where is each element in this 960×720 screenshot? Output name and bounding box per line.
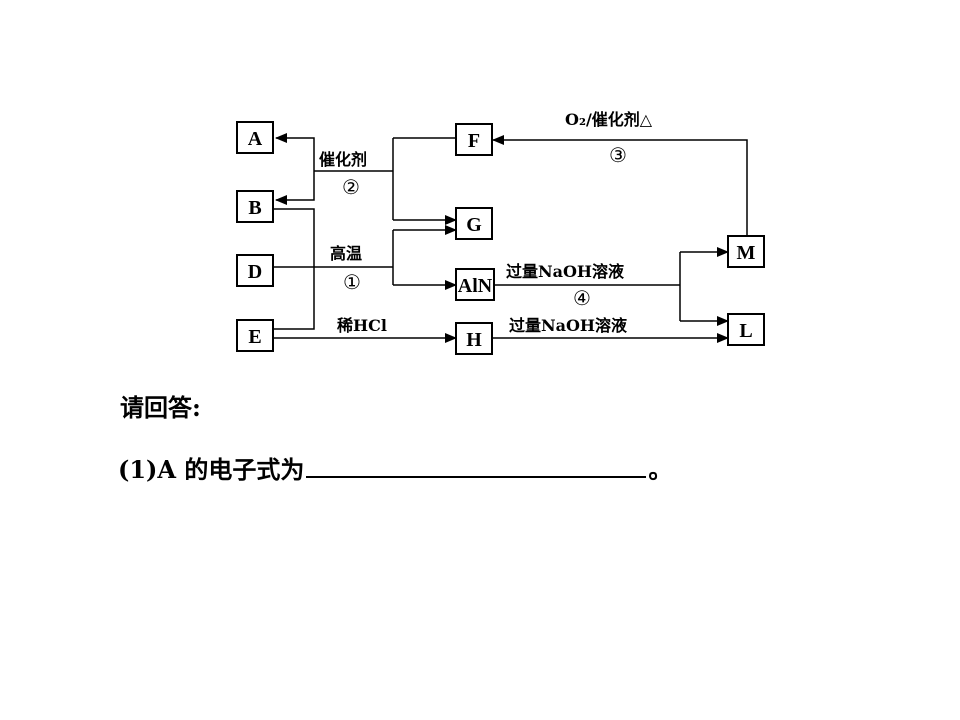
node-H-label: H xyxy=(466,329,482,351)
arrow-to-A xyxy=(275,133,315,171)
node-L-label: L xyxy=(739,320,752,342)
question-1-text: (1)A 的电子式为 xyxy=(118,455,305,484)
label-naoh-excess-2: 过量NaOH溶液 xyxy=(509,316,628,335)
question-1-end: 。 xyxy=(648,455,673,484)
node-H: H xyxy=(455,322,493,355)
node-B: B xyxy=(236,190,274,223)
node-D-label: D xyxy=(248,261,262,283)
label-high-temp: 高温 xyxy=(330,244,362,263)
node-F: F xyxy=(455,123,493,156)
node-D: D xyxy=(236,254,274,287)
label-catalyst: 催化剂 xyxy=(319,150,367,169)
node-E-label: E xyxy=(248,326,261,348)
arrow-to-B xyxy=(275,171,315,205)
arrow-M-to-F xyxy=(492,135,748,236)
node-M-label: M xyxy=(737,242,756,264)
node-AlN: AlN xyxy=(455,268,495,301)
label-step-4: ④ xyxy=(573,286,591,310)
node-A: A xyxy=(236,121,274,154)
node-G-label: G xyxy=(466,214,482,236)
connector-lines xyxy=(272,133,748,343)
node-E: E xyxy=(236,319,274,352)
node-L: L xyxy=(727,313,765,346)
node-AlN-label: AlN xyxy=(458,275,493,297)
label-step-2: ② xyxy=(342,175,360,199)
answer-blank[interactable] xyxy=(306,452,647,478)
label-dilute-hcl: 稀HCl xyxy=(337,316,387,335)
answer-prompt: 请回答: xyxy=(120,393,201,422)
node-M: M xyxy=(727,235,765,268)
label-step-3: ③ xyxy=(609,143,627,167)
node-A-label: A xyxy=(248,128,263,150)
question-1: (1)A 的电子式为 。 xyxy=(118,450,672,485)
node-F-label: F xyxy=(468,130,480,152)
label-step-1: ① xyxy=(343,270,361,294)
b-e-link xyxy=(272,208,315,330)
label-o2-catalyst: O₂/催化剂△ xyxy=(565,110,653,129)
label-naoh-excess-1: 过量NaOH溶液 xyxy=(506,262,625,281)
node-B-label: B xyxy=(248,197,261,219)
node-G: G xyxy=(455,207,493,240)
